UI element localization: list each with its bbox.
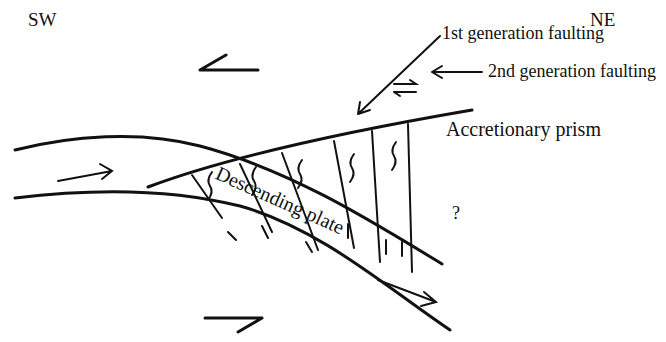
fault-line: [372, 131, 380, 262]
leader-arrow: [358, 36, 440, 114]
shear-arrow: [200, 55, 258, 70]
fold-symbol: [298, 160, 302, 188]
leader-arrow: [432, 66, 482, 78]
slip-arrow: [394, 80, 416, 96]
prism-label: Accretionary prism: [446, 118, 601, 140]
motion-arrow: [378, 280, 436, 306]
slip-arrow: [228, 224, 402, 256]
fault-label: 1st generation faulting: [442, 24, 604, 44]
fold-symbol: [392, 142, 396, 170]
plate-top: [15, 136, 442, 264]
prism-surface: [148, 110, 472, 187]
fold-symbol: [208, 172, 212, 200]
shear-arrow: [205, 318, 262, 332]
question-mark: ?: [452, 204, 460, 224]
direction-label: SW: [28, 10, 57, 31]
fault-line: [408, 124, 412, 272]
motion-arrow: [58, 164, 112, 181]
fault-label: 2nd generation faulting: [488, 62, 656, 82]
plate-bottom: [15, 191, 450, 330]
fold-symbol: [350, 154, 354, 182]
